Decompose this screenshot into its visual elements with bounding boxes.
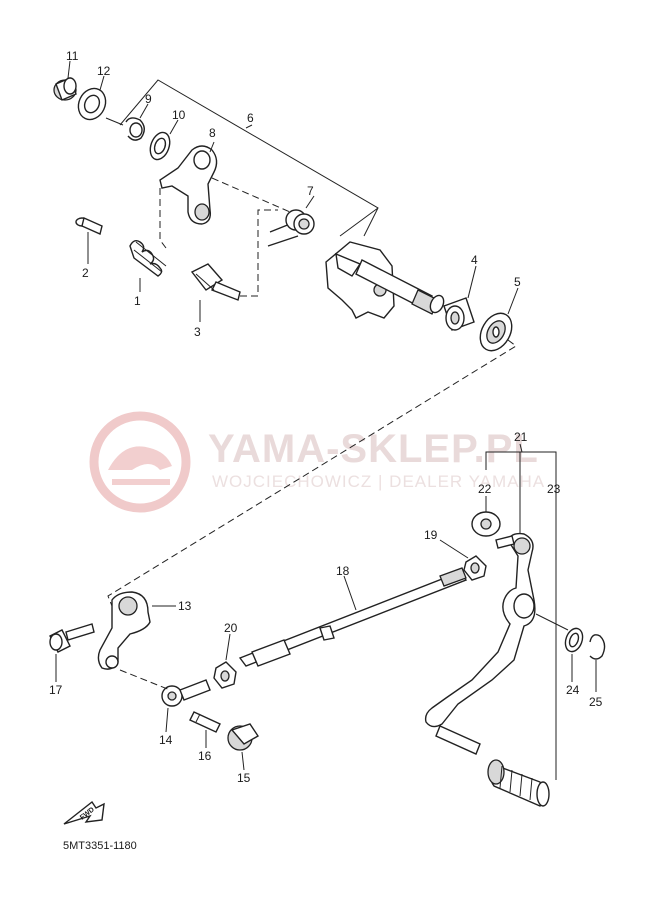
part-5-seal (479, 312, 513, 352)
callout-16: 16 (198, 749, 212, 763)
callout-4: 4 (471, 253, 478, 267)
callout-2: 2 (82, 266, 89, 280)
part-11-bushing (53, 77, 77, 101)
part-1-spring (129, 239, 167, 277)
watermark-subtitle: WOJCIECHOWICZ | DEALER YAMAHA (212, 472, 545, 491)
callout-24: 24 (566, 683, 580, 697)
callout-23: 23 (547, 482, 561, 496)
part-shift-rubber (487, 759, 550, 807)
callout-12: 12 (97, 64, 111, 78)
bracket-line-21 (485, 443, 557, 780)
part-24-washer (564, 627, 584, 653)
callout-19: 19 (424, 528, 438, 542)
part-10-washer (149, 131, 171, 161)
callout-21: 21 (514, 430, 528, 444)
callout-22: 22 (478, 482, 492, 496)
callout-6: 6 (247, 111, 254, 125)
callout-7: 7 (307, 184, 314, 198)
part-23-shift-pedal (424, 532, 536, 755)
part-4-collar (443, 297, 475, 331)
part-16-bolt (189, 711, 221, 733)
callout-14: 14 (159, 733, 173, 747)
callout-25: 25 (589, 695, 603, 709)
callout-20: 20 (224, 621, 238, 635)
leader-6 (245, 124, 253, 129)
part-12-washer (77, 87, 107, 121)
callout-1: 1 (134, 294, 141, 308)
part-7-spring (267, 209, 315, 247)
callout-3: 3 (194, 325, 201, 339)
part-3-stopper-bolt (190, 263, 241, 301)
shift-shaft-assembly (325, 241, 445, 319)
dash-shaft-to-arm (107, 339, 517, 607)
bracket-line-6 (119, 79, 379, 237)
watermark: YAMA-SKLEP.PL WOJCIECHOWICZ | DEALER YAM… (89, 411, 545, 513)
callout-17: 17 (49, 683, 63, 697)
callout-11: 11 (66, 49, 79, 63)
callout-18: 18 (336, 564, 350, 578)
part-25-circlip (589, 634, 606, 660)
watermark-logo-icon (89, 411, 191, 513)
diagram-code: 5MT3351-1180 (63, 840, 137, 852)
dash-8-to-7 (211, 177, 291, 213)
part-19-nut (463, 555, 487, 581)
part-8-shift-arm (159, 145, 218, 225)
part-22-joint (471, 511, 501, 537)
part-13-shift-arm (97, 591, 151, 670)
part-17-bolt (49, 623, 95, 653)
callout-5: 5 (514, 275, 521, 289)
watermark-title: YAMA-SKLEP.PL (208, 427, 539, 471)
callout-labels: 11 12 9 10 6 8 7 2 1 3 4 5 21 22 23 19 1… (49, 49, 603, 785)
fwd-arrow-icon: FWD (63, 800, 105, 825)
callout-15: 15 (237, 771, 251, 785)
callout-10: 10 (172, 108, 186, 122)
callout-8: 8 (209, 126, 216, 140)
part-18-shift-rod (238, 567, 468, 667)
part-14-ball-joint (161, 679, 211, 707)
part-9-circlip (125, 117, 145, 141)
callout-13: 13 (178, 599, 192, 613)
part-20-nut (213, 661, 237, 689)
part-2-pin (75, 217, 103, 235)
part-15-cap (227, 723, 259, 751)
callout-9: 9 (145, 92, 152, 106)
